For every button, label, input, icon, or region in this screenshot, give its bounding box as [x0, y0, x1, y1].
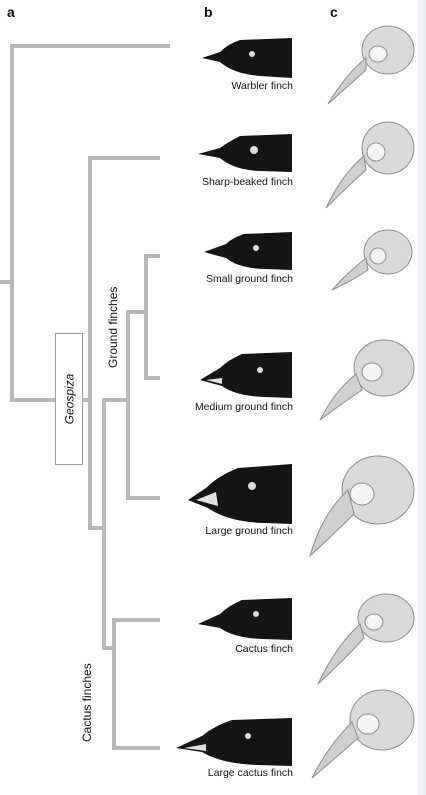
- ground-finches-label: Ground finches: [106, 287, 120, 368]
- large-ground-finch-head: [188, 464, 292, 524]
- species-label-cactus-finch: Cactus finch: [235, 643, 293, 655]
- small-ground-finch-head: [204, 232, 292, 270]
- small-ground-finch-skull: [326, 226, 416, 294]
- warbler-finch-skull: [326, 24, 416, 108]
- large-cactus-finch-skull: [306, 684, 416, 780]
- sharp-beaked-finch-head: [198, 134, 292, 172]
- sharp-beaked-finch-skull: [322, 120, 416, 210]
- large-ground-finch-skull: [304, 450, 416, 560]
- tree-branches: [0, 46, 168, 748]
- geospiza-box: Geospiza: [55, 333, 83, 465]
- warbler-finch-head: [200, 38, 292, 78]
- cactus-finches-label: Cactus finches: [80, 663, 94, 742]
- species-label-small-ground-finch: Small ground finch: [206, 273, 293, 285]
- species-label-medium-ground-finch: Medium ground finch: [195, 401, 293, 413]
- geospiza-label: Geospiza: [62, 374, 76, 425]
- cactus-finch-skull: [316, 590, 416, 686]
- species-label-warbler-finch: Warbler finch: [232, 80, 293, 92]
- medium-ground-finch-head: [200, 352, 292, 398]
- medium-ground-finch-skull: [316, 338, 416, 422]
- large-cactus-finch-head: [176, 718, 292, 766]
- species-label-large-cactus-finch: Large cactus finch: [208, 767, 293, 779]
- species-label-sharp-beaked-finch: Sharp-beaked finch: [202, 176, 293, 188]
- cactus-finch-head: [198, 598, 292, 640]
- species-label-large-ground-finch: Large ground finch: [205, 525, 293, 537]
